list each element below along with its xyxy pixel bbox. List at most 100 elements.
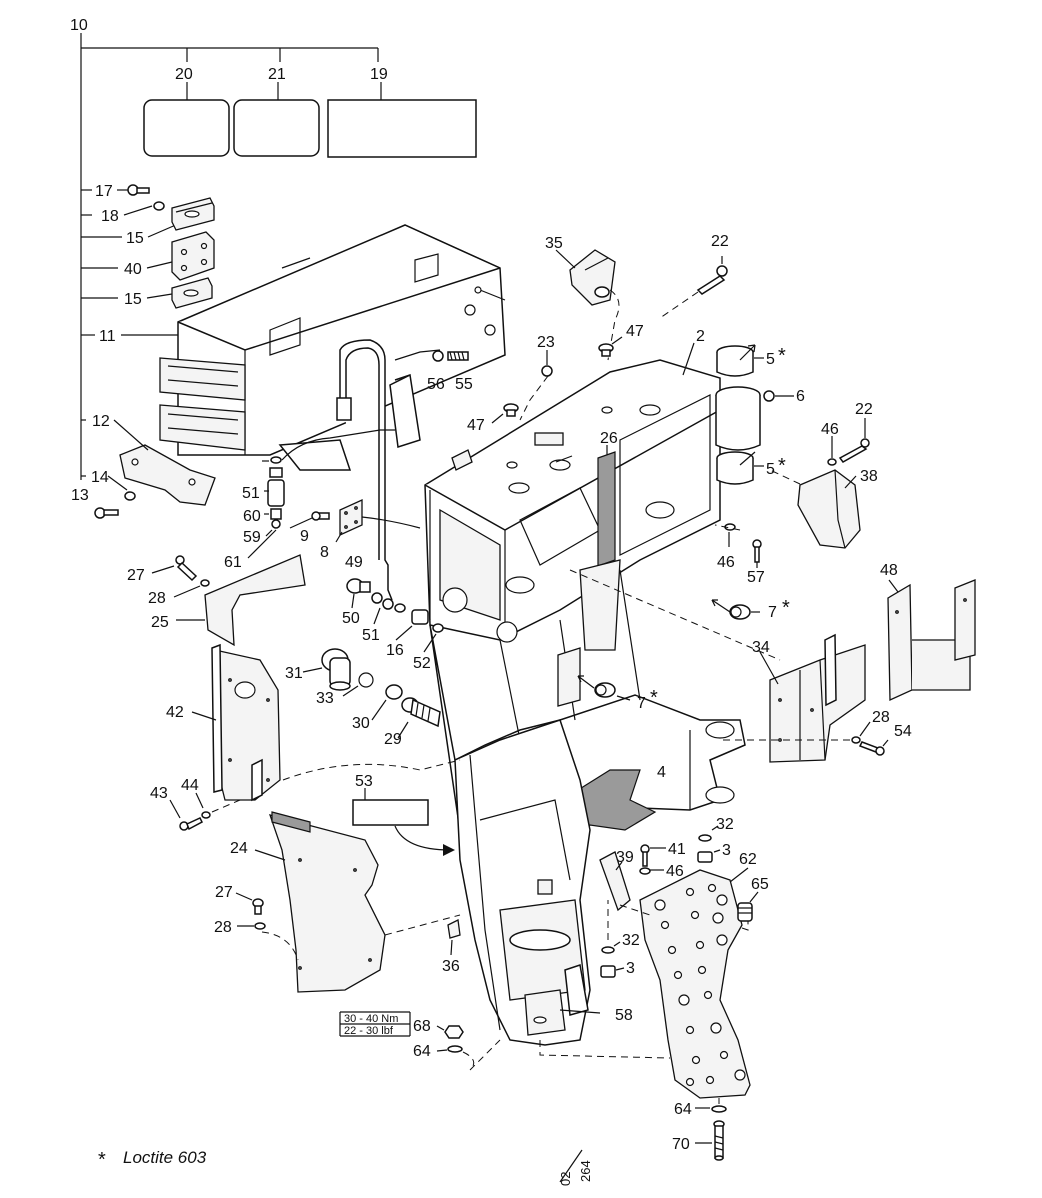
column-body [454, 719, 591, 1046]
fitting-51-group [371, 592, 406, 613]
plate-hole [695, 940, 705, 950]
guard-34 [769, 633, 866, 763]
callout-16: 16 [386, 642, 404, 659]
washer-64-a [447, 1045, 463, 1053]
callout-20: 20 [175, 66, 193, 83]
footnote-text: Loctite 603 [123, 1148, 207, 1167]
bolt-27-a [175, 555, 198, 582]
callout-26: 26 [600, 430, 618, 447]
callout-38: 38 [860, 468, 878, 485]
callout-35: 35 [545, 235, 563, 252]
callout-64-a: 64 [413, 1043, 431, 1060]
callout-5-top: 5 [766, 351, 775, 368]
callout-27-b: 27 [215, 884, 233, 901]
callout-15-top: 15 [126, 230, 144, 247]
nut-3-a [697, 851, 713, 863]
callout-41: 41 [668, 841, 686, 858]
bolt-57 [752, 539, 762, 563]
plate-hole [716, 934, 728, 946]
screw-56-55 [432, 350, 469, 362]
callout-10: 10 [70, 17, 88, 34]
callout-65: 65 [751, 876, 769, 893]
callout-8: 8 [320, 544, 329, 561]
bolt-27-b [252, 898, 264, 915]
callout-15-bottom: 15 [124, 291, 142, 308]
callout-51-a: 51 [242, 485, 260, 502]
boom-11 [159, 224, 506, 471]
callout-19: 19 [370, 66, 388, 83]
grease-nipple-6 [763, 390, 775, 402]
cartridge-29 [401, 697, 441, 728]
nut-68 [444, 1025, 464, 1039]
plate-hole [712, 912, 724, 924]
plate-hole [690, 910, 700, 920]
clamp-35 [569, 249, 616, 306]
washer-46-c [639, 867, 651, 875]
callout-46-c: 46 [666, 863, 684, 880]
plate-hole [707, 883, 717, 893]
callout-3-a: 3 [722, 842, 731, 859]
page-ref-bottom: 264 [578, 1160, 593, 1182]
callout-32-a: 32 [716, 816, 734, 833]
callout-50: 50 [342, 610, 360, 627]
torque-lbf: 22 - 30 lbf [344, 1025, 394, 1037]
fitting-16 [411, 609, 444, 633]
callout-47-top: 47 [626, 323, 644, 340]
plate-hole [719, 1050, 729, 1060]
kit-tree [80, 33, 477, 480]
callout-22-right: 22 [855, 401, 873, 418]
callout-56: 56 [427, 376, 445, 393]
hose-assembly [336, 339, 441, 601]
plate-hole [685, 1077, 695, 1087]
callout-46-b: 46 [717, 554, 735, 571]
plate-hole [678, 994, 690, 1006]
kit-box-19 [327, 99, 477, 158]
star-5-bottom: * [778, 455, 786, 477]
plate-8 [339, 498, 363, 537]
valve-31 [321, 648, 351, 691]
washer-14 [124, 491, 136, 501]
callout-7-top: 7 [768, 604, 777, 621]
plug-47-a [598, 343, 614, 357]
bracket-39 [599, 851, 631, 912]
spacer-7-bottom [577, 675, 616, 698]
page-ref-top: 02 [558, 1172, 573, 1186]
callout-13: 13 [71, 487, 89, 504]
callout-62: 62 [739, 851, 757, 868]
washer-28-a [200, 579, 210, 587]
callout-51-b: 51 [362, 627, 380, 644]
washer-32-b [601, 946, 615, 954]
callout-55: 55 [455, 376, 473, 393]
callout-34: 34 [752, 639, 770, 656]
callout-54: 54 [894, 723, 912, 740]
bolt-43 [179, 817, 203, 831]
bolt-54 [858, 741, 885, 756]
callout-27-a: 27 [127, 567, 145, 584]
callout-28-b: 28 [872, 709, 890, 726]
guard-38 [797, 469, 861, 549]
o-ring-33 [358, 672, 374, 688]
callout-7-bottom: 7 [637, 695, 646, 712]
callout-29: 29 [384, 731, 402, 748]
plate-hole [685, 887, 695, 897]
callout-33: 33 [316, 690, 334, 707]
torque-nm: 30 - 40 Nm [344, 1013, 398, 1025]
plate-hole [673, 970, 683, 980]
bolt-22-right [838, 438, 870, 463]
plate-hole [703, 990, 713, 1000]
plate-hole [697, 965, 707, 975]
callout-60: 60 [243, 508, 261, 525]
callout-4: 4 [657, 764, 666, 781]
washer-44 [201, 811, 211, 819]
bushing-5-bottom [716, 451, 756, 485]
pad-15-bottom [171, 277, 213, 309]
callout-28-a: 28 [148, 590, 166, 607]
star-5-top: * [778, 345, 786, 367]
nut-3-b [600, 965, 616, 978]
guard-25 [204, 554, 306, 647]
callout-11: 11 [99, 328, 116, 345]
washer-64-b [711, 1105, 727, 1113]
callout-44: 44 [181, 777, 199, 794]
plate-hole [705, 1075, 715, 1085]
